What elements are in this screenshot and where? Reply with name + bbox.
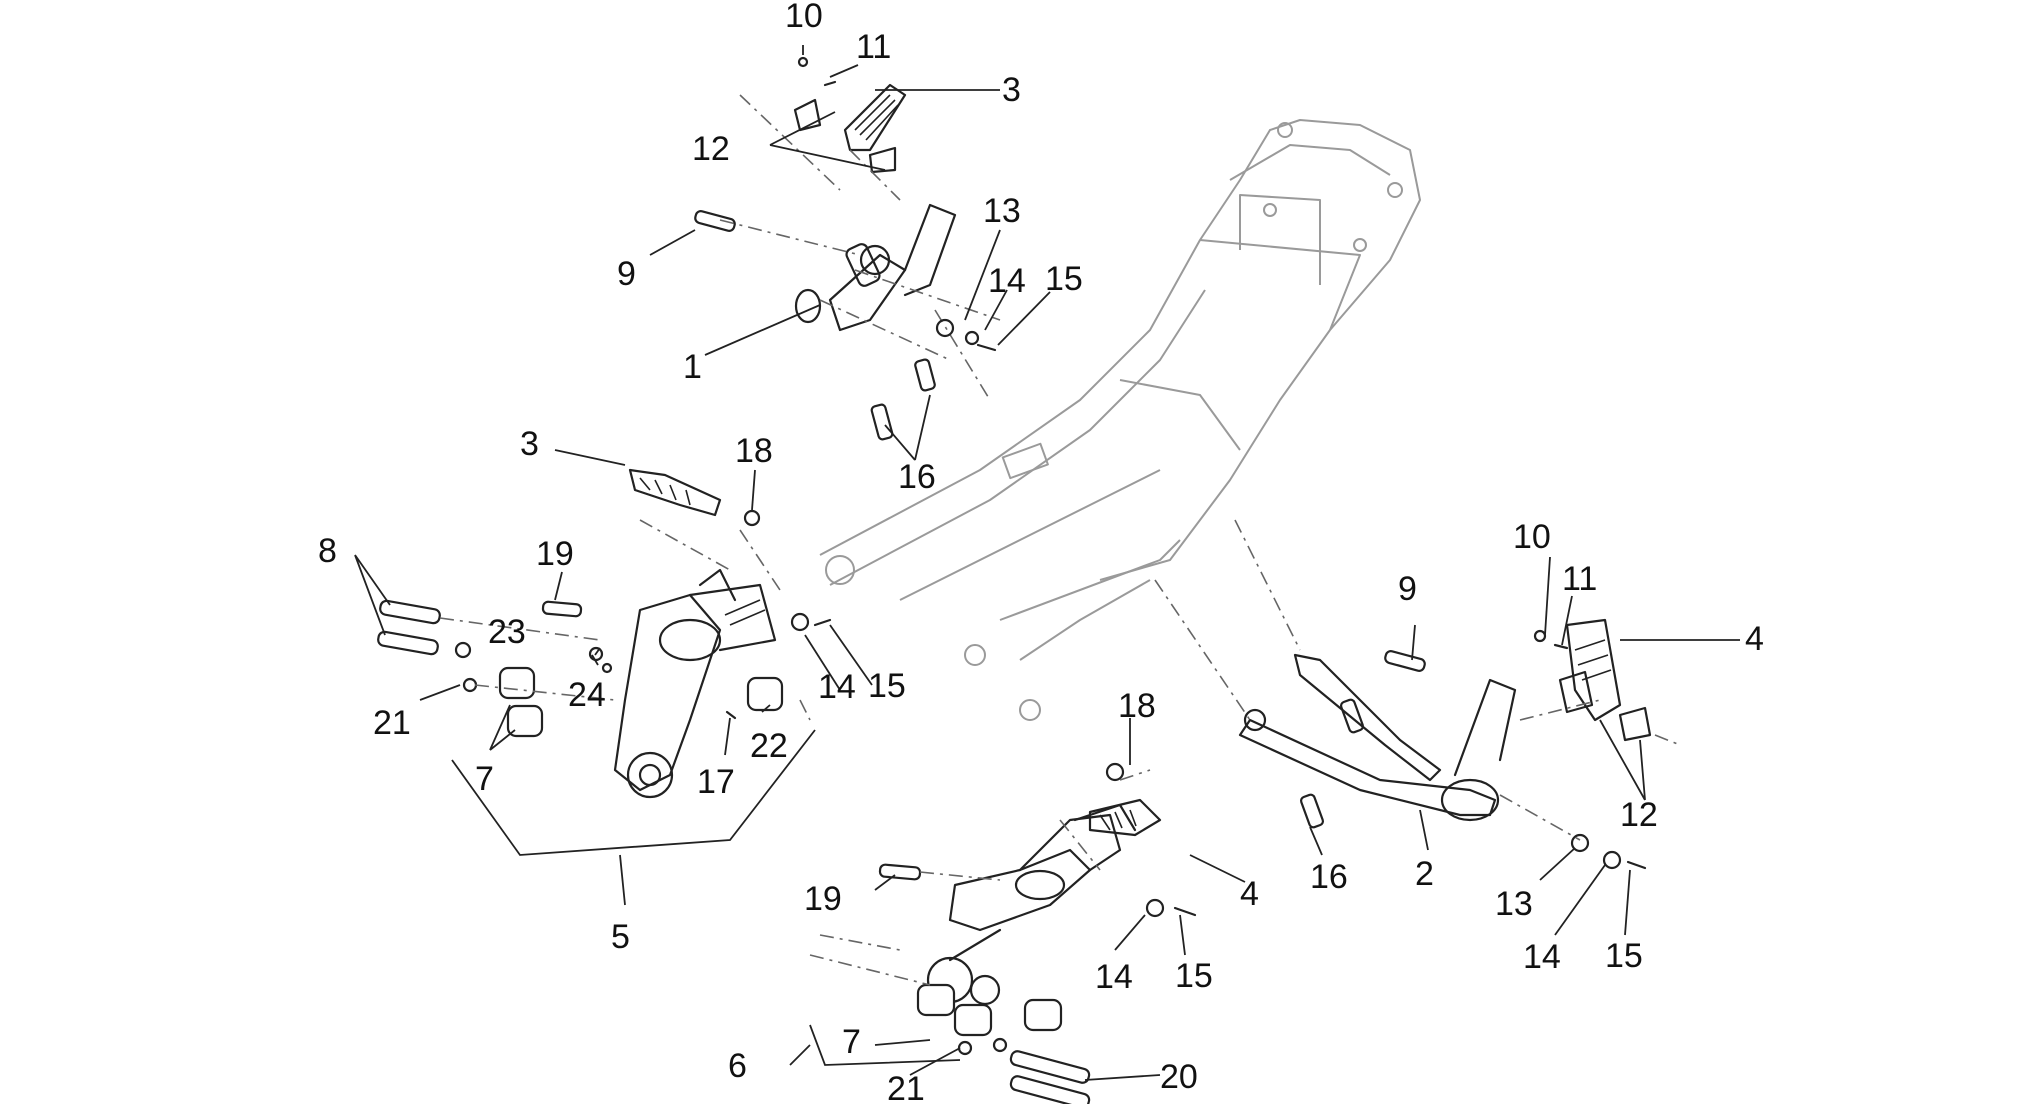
callout-9-right: 9 — [1398, 570, 1417, 608]
callout-14-lower: 14 — [1095, 958, 1133, 996]
group-bracket-5 — [451, 729, 816, 856]
callout-23: 23 — [488, 613, 526, 651]
callout-4-lower: 4 — [1240, 875, 1259, 913]
callout-7-lower: 7 — [842, 1023, 861, 1061]
callout-15-right: 15 — [1605, 937, 1643, 975]
upper-hardware — [694, 210, 997, 441]
callout-19-left: 19 — [536, 535, 574, 573]
callout-14-upper: 14 — [988, 262, 1026, 300]
callout-11-upper: 11 — [856, 28, 891, 66]
callout-20: 20 — [1160, 1058, 1198, 1096]
callout-21-lower: 21 — [887, 1070, 925, 1104]
callout-2: 2 — [1415, 855, 1434, 893]
callout-22: 22 — [750, 727, 788, 765]
callout-4-right: 4 — [1745, 620, 1764, 658]
callout-15-left: 15 — [868, 667, 906, 705]
callout-3-upper: 3 — [1002, 71, 1021, 109]
left-heel-guard-assembly — [377, 468, 832, 799]
upper-footpeg — [739, 56, 907, 201]
rear-subframe — [819, 119, 1421, 721]
callout-17: 17 — [697, 763, 735, 801]
callout-1: 1 — [683, 348, 702, 386]
group-bracket-6 — [809, 1024, 961, 1066]
callouts: 10 11 3 12 13 14 15 9 1 16 3 18 8 19 23 … — [318, 0, 1764, 1104]
group-leader-5 — [619, 854, 626, 906]
callout-15-upper: 15 — [1045, 260, 1083, 298]
callout-6: 6 — [728, 1047, 747, 1085]
leader-lines — [354, 45, 1740, 1081]
callout-7-left: 7 — [475, 760, 494, 798]
callout-12-right: 12 — [1620, 796, 1658, 834]
callout-19-lower: 19 — [804, 880, 842, 918]
callout-13-upper: 13 — [983, 192, 1021, 230]
callout-18-lower: 18 — [1118, 687, 1156, 725]
callout-3-left: 3 — [520, 425, 539, 463]
callout-18-left: 18 — [735, 432, 773, 470]
callout-16-upper: 16 — [898, 458, 936, 496]
callout-9-upper: 9 — [617, 255, 636, 293]
callout-24: 24 — [568, 676, 606, 714]
callout-13-right: 13 — [1495, 885, 1533, 923]
callout-10-upper: 10 — [785, 0, 823, 35]
lower-footrest-bracket — [809, 762, 1197, 1104]
right-footrest-bracket — [1154, 519, 1681, 870]
upper-right-footrest-bracket — [719, 203, 1001, 401]
callout-15-lower: 15 — [1175, 957, 1213, 995]
callout-14-right: 14 — [1523, 938, 1561, 976]
callout-12-upper: 12 — [692, 130, 730, 168]
callout-5: 5 — [611, 918, 630, 956]
callout-21-left: 21 — [373, 704, 411, 742]
callout-14-left: 14 — [818, 668, 856, 706]
callout-8: 8 — [318, 532, 337, 570]
callout-16-right: 16 — [1310, 858, 1348, 896]
callout-10-right: 10 — [1513, 518, 1551, 556]
callout-11-right: 11 — [1562, 560, 1597, 598]
